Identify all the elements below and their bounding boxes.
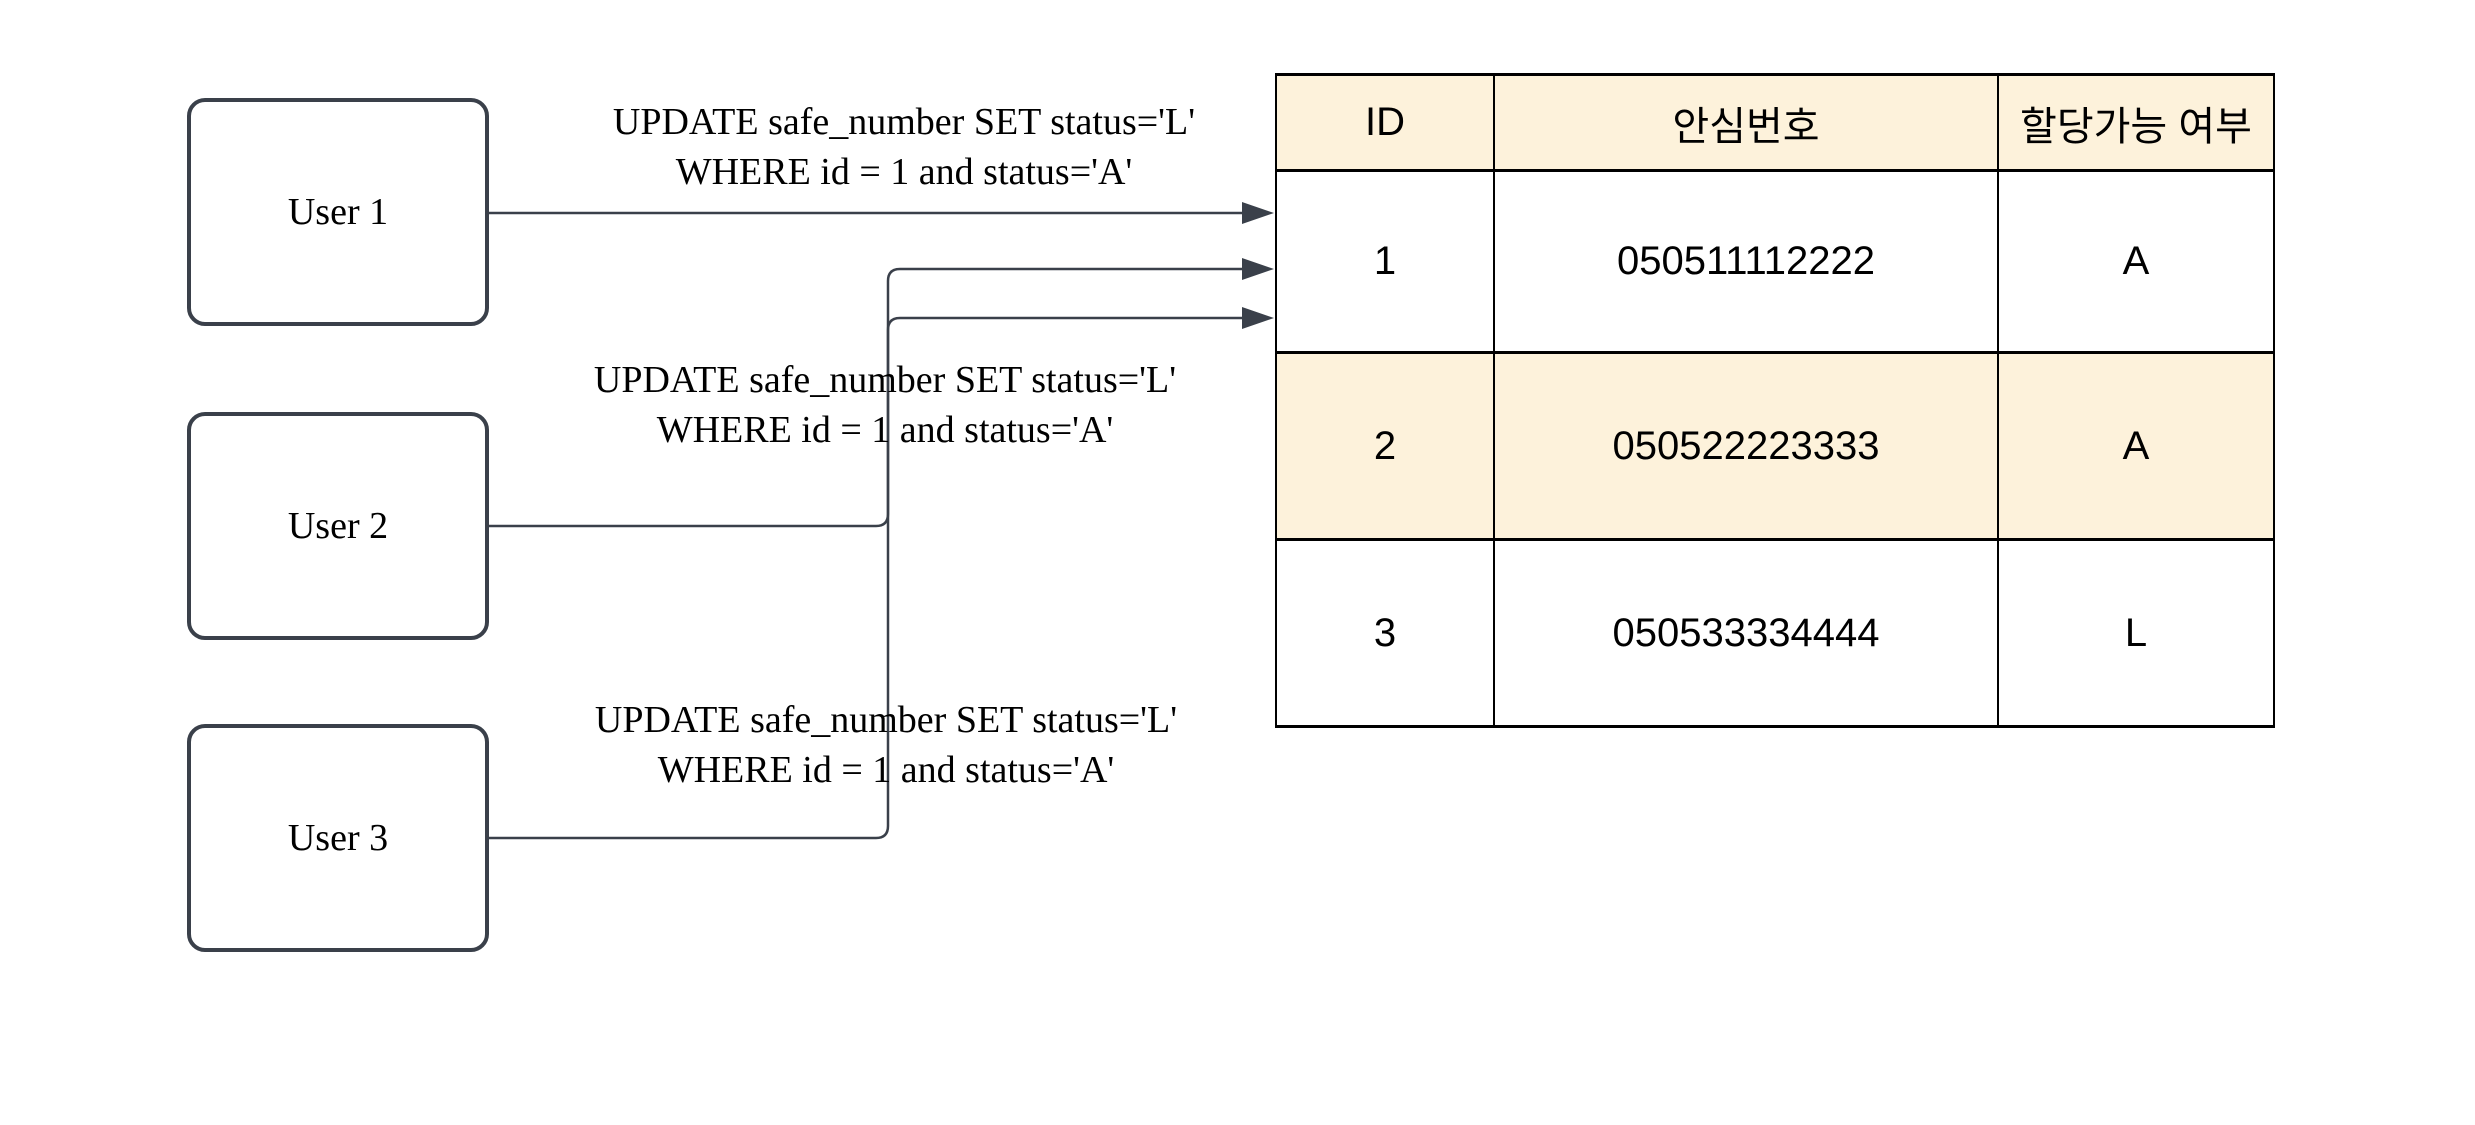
sql-query-user3: UPDATE safe_number SET status='L' WHERE … — [506, 695, 1266, 795]
sql-query-user2-line1: UPDATE safe_number SET status='L' — [593, 359, 1177, 401]
cell-safe-number: 050522223333 — [1493, 351, 1999, 541]
header-assignable: 할당가능 여부 — [1997, 73, 2275, 172]
user3-label: User 3 — [287, 817, 389, 859]
cell-safe-number: 050533334444 — [1493, 538, 1999, 728]
sql-query-user2-line2: WHERE id = 1 and status='A' — [656, 409, 1114, 451]
arrowhead-user2 — [1242, 258, 1274, 280]
cell-status: L — [1997, 538, 2275, 728]
arrow-user3-to-table — [489, 316, 1242, 840]
sql-query-user3-line2: WHERE id = 1 and status='A' — [657, 749, 1115, 791]
table-row: 1 050511112222 A — [1275, 169, 2275, 354]
sql-query-user3-line1: UPDATE safe_number SET status='L' — [594, 699, 1178, 741]
arrowhead-user1 — [1242, 202, 1274, 224]
user1-label: User 1 — [287, 191, 389, 233]
table-row-highlighted: 2 050522223333 A — [1275, 351, 2275, 541]
sql-query-user1: UPDATE safe_number SET status='L' WHERE … — [524, 97, 1284, 197]
header-safe-number: 안심번호 — [1493, 73, 1999, 172]
header-id: ID — [1275, 73, 1495, 172]
user1-box: User 1 — [187, 98, 489, 326]
cell-id: 3 — [1275, 538, 1495, 728]
cell-id: 2 — [1275, 351, 1495, 541]
cell-id: 1 — [1275, 169, 1495, 354]
sql-query-user2: UPDATE safe_number SET status='L' WHERE … — [505, 355, 1265, 455]
sql-query-user1-line2: WHERE id = 1 and status='A' — [675, 151, 1133, 193]
user2-label: User 2 — [287, 505, 389, 547]
table-row: 3 050533334444 L — [1275, 538, 2275, 728]
cell-safe-number: 050511112222 — [1493, 169, 1999, 354]
cell-status: A — [1997, 351, 2275, 541]
user2-box: User 2 — [187, 412, 489, 640]
table-header-row: ID 안심번호 할당가능 여부 — [1275, 73, 2275, 172]
cell-status: A — [1997, 169, 2275, 354]
user3-box: User 3 — [187, 724, 489, 952]
arrowhead-user3 — [1242, 307, 1274, 329]
sql-query-user1-line1: UPDATE safe_number SET status='L' — [612, 101, 1196, 143]
safe-number-table: ID 안심번호 할당가능 여부 1 050511112222 A 2 05052… — [1275, 73, 2275, 728]
